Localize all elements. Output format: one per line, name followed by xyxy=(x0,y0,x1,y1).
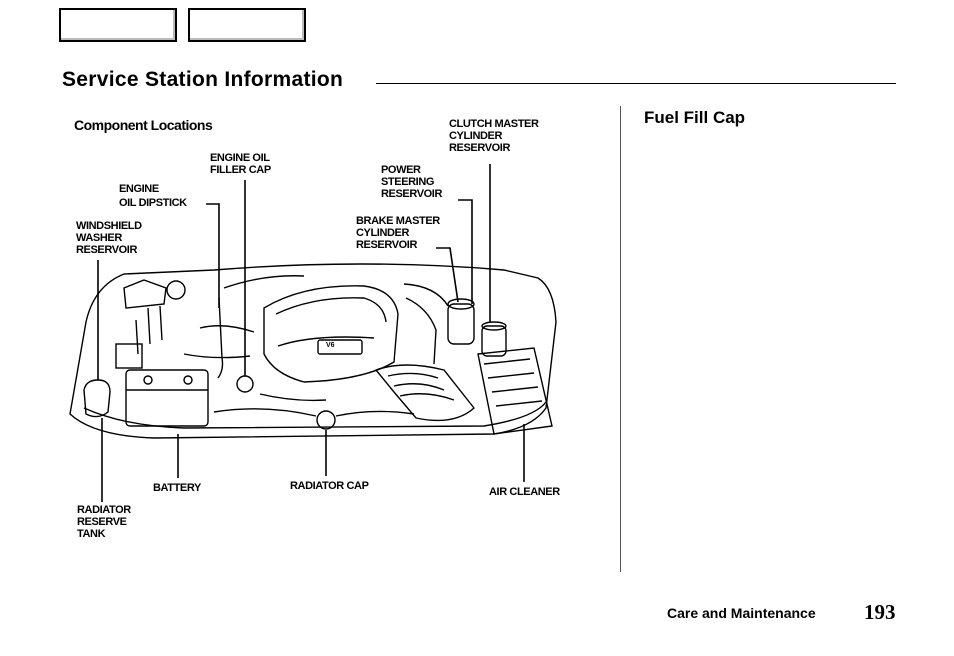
windshield-washer-reservoir-label: WINDSHIELD WASHER RESERVOIR xyxy=(76,220,142,256)
next-page-button[interactable] xyxy=(188,8,306,42)
page-number: 193 xyxy=(864,600,896,624)
battery-label: BATTERY xyxy=(153,482,201,494)
brake-master-cylinder-reservoir-label: BRAKE MASTER CYLINDER RESERVOIR xyxy=(356,215,440,251)
engine-oil-dipstick-label: ENGINE OIL DIPSTICK xyxy=(119,183,187,209)
engine-compartment-illustration xyxy=(69,164,557,502)
engine-oil-filler-cap-label: ENGINE OIL FILLER CAP xyxy=(210,152,271,176)
clutch-master-cylinder-reservoir-label: CLUTCH MASTER CYLINDER RESERVOIR xyxy=(449,118,539,154)
fuel-fill-cap-heading: Fuel Fill Cap xyxy=(644,108,746,127)
page-title: Service Station Information xyxy=(62,68,344,91)
section-footer: Care and Maintenance xyxy=(667,605,816,621)
radiator-cap-label: RADIATOR CAP xyxy=(290,480,369,492)
radiator-reserve-tank-label: RADIATOR RESERVE TANK xyxy=(77,504,131,540)
power-steering-reservoir-label: POWER STEERING RESERVOIR xyxy=(381,164,442,200)
engine-badge: V6 xyxy=(326,342,335,349)
figure-title: Component Locations xyxy=(74,117,213,133)
air-cleaner-label: AIR CLEANER xyxy=(489,486,560,498)
previous-page-button[interactable] xyxy=(59,8,177,42)
engine-compartment-figure: Component Locations ENGINE OIL FILLER CA… xyxy=(64,108,600,560)
title-rule xyxy=(376,83,896,84)
column-divider xyxy=(620,106,621,572)
